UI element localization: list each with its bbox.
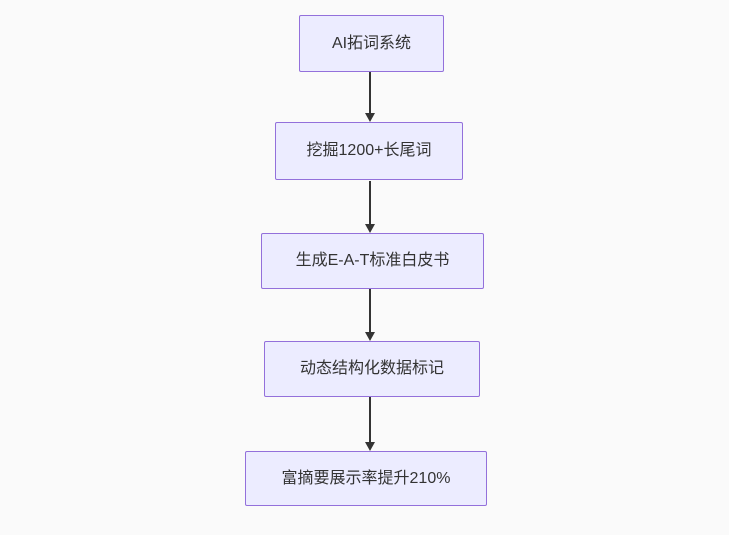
flow-node-dynamic-structured-data-markup: 动态结构化数据标记 [264,341,480,397]
edge-line [369,181,371,224]
flow-node-label: 富摘要展示率提升210% [281,469,451,487]
edge-line [369,72,371,113]
edge-line [369,289,371,332]
flow-node-label: 动态结构化数据标记 [299,360,444,377]
edge-line [369,397,371,442]
flow-edge-3 [364,289,376,341]
flow-node-generate-eat-whitepaper: 生成E-A-T标准白皮书 [261,233,484,289]
flow-node-rich-snippet-rate-increase: 富摘要展示率提升210% [245,451,487,506]
arrowhead-down-icon [365,113,375,122]
flow-edge-4 [364,397,376,451]
flow-edge-2 [364,181,376,233]
flow-node-mine-longtail-keywords: 挖掘1200+长尾词 [275,122,463,180]
flow-node-label: AI拓词系统 [331,34,412,52]
arrowhead-down-icon [365,224,375,233]
flow-edge-1 [364,72,376,122]
arrowhead-down-icon [365,442,375,451]
flow-node-label: 生成E-A-T标准白皮书 [295,252,450,269]
arrowhead-down-icon [365,332,375,341]
flow-node-ai-word-expansion-system: AI拓词系统 [299,15,444,72]
flow-node-label: 挖掘1200+长尾词 [306,142,432,159]
